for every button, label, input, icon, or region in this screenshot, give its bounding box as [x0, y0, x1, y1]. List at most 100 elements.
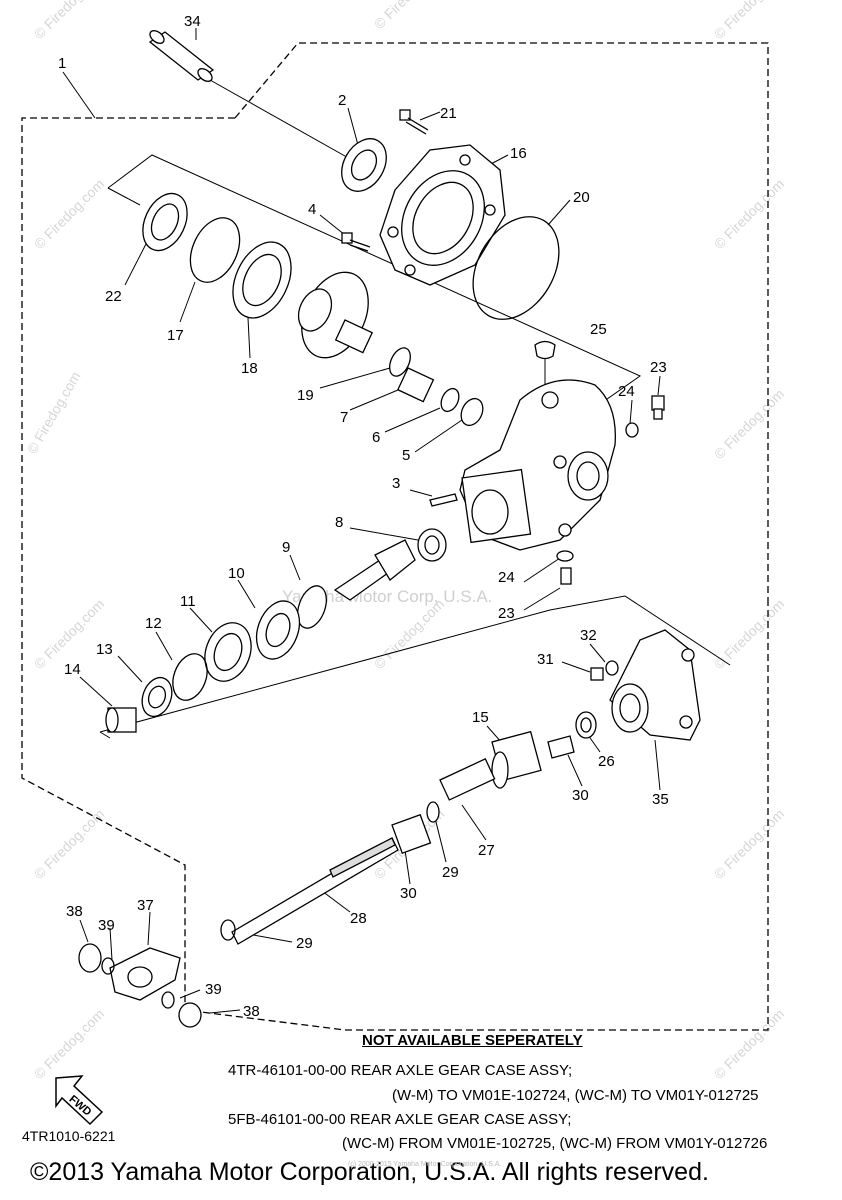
part-15-coupling: [491, 730, 542, 789]
part-3-stud: [429, 493, 458, 507]
part-7-bearing: [396, 367, 435, 403]
label-4: 4: [308, 201, 316, 218]
label-9: 9: [282, 539, 290, 556]
part-26-oil-seal: [575, 711, 597, 739]
label-36: 34: [184, 13, 201, 30]
fine-print: (c) 2000-2015 Yamaha Motor Corporation, …: [348, 1161, 502, 1168]
part-6-washer: [440, 387, 460, 413]
part-20-o-ring: [472, 216, 560, 320]
part-25-cap: [534, 340, 556, 360]
part-30-gear: [391, 813, 432, 855]
label-22: 22: [105, 288, 122, 305]
label-33: 31: [537, 651, 554, 668]
part-2-shim: [341, 138, 387, 192]
notice-line-2: (W-M) TO VM01E-102724, (WC-M) TO VM01Y-0…: [392, 1087, 759, 1104]
label-29: 29: [442, 864, 459, 881]
notice-line-4: (WC-M) FROM VM01E-102725, (WC-M) FROM VM…: [342, 1135, 768, 1152]
part-27-collar: [439, 758, 496, 801]
label-21: 21: [440, 105, 457, 122]
label-11: 11: [180, 593, 196, 610]
watermark-text: © Firedog.com: [711, 0, 787, 42]
label-31: 29: [296, 935, 313, 952]
ring-gear: [297, 271, 374, 359]
part-4-bolt: [341, 232, 371, 252]
label-12: 12: [145, 615, 162, 632]
part-number-labels: 34 1 2 21 16 20 4 22 17 18 19 7 6 5 25 2…: [58, 13, 669, 1020]
label-1: 1: [58, 55, 66, 72]
part-9-shim: [297, 585, 327, 629]
label-15: 15: [472, 709, 489, 726]
watermark-text: © Firedog.com: [711, 176, 787, 252]
part-24-gasket: [556, 550, 574, 562]
part-12-o-ring: [172, 653, 208, 701]
part-31-circlip: [220, 919, 236, 941]
center-watermark: Yamaha Motor Corp, U.S.A.: [282, 587, 492, 606]
notice-line-3: 5FB-46101-00-00 REAR AXLE GEAR CASE ASSY…: [228, 1111, 572, 1128]
part-39-circlip: [101, 957, 115, 975]
label-5: 5: [402, 447, 410, 464]
label-37: 37: [137, 897, 154, 914]
label-20: 20: [573, 189, 590, 206]
label-38: 38: [66, 903, 83, 920]
watermark-text: © Firedog.com: [711, 386, 787, 462]
part-28-axle-shaft: [231, 837, 399, 945]
part-13-oil-seal: [141, 676, 173, 718]
part-35-bearing-housing: [609, 629, 701, 741]
label-38b: 38: [243, 1003, 260, 1020]
watermark-text: © Firedog.com: [31, 806, 107, 882]
copyright-notice: ©2013 Yamaha Motor Corporation, U.S.A. A…: [30, 1158, 709, 1186]
label-24b: 24: [498, 569, 515, 586]
notice-heading: NOT AVAILABLE SEPERATELY: [362, 1032, 583, 1049]
watermark-text: © Firedog.com: [711, 806, 787, 882]
watermark-text: © Firedog.com: [31, 0, 107, 42]
label-18: 18: [241, 360, 258, 377]
label-24: 24: [618, 383, 635, 400]
part-39-circlip: [161, 991, 175, 1009]
part-22-oil-seal: [142, 192, 188, 252]
leader-lines: [62, 28, 661, 1014]
label-35: 35: [652, 791, 669, 808]
part-34-washer: [605, 660, 619, 676]
label-6: 6: [372, 429, 380, 446]
watermark-text: © Firedog.com: [31, 1006, 107, 1082]
label-27: 27: [478, 842, 495, 859]
label-3: 3: [392, 475, 400, 492]
part-36-collar: [148, 30, 215, 82]
part-16-gear-case-cover: [379, 144, 506, 286]
label-10: 10: [228, 565, 245, 582]
label-17: 17: [167, 327, 184, 344]
part-38-bearing-cup: [178, 1002, 202, 1028]
label-26: 26: [598, 753, 615, 770]
forward-arrow-icon: FWD: [55, 1075, 104, 1126]
watermark-text: © Firedog.com: [371, 0, 447, 32]
part-37-universal-joint: [109, 947, 181, 1001]
label-32: 30: [572, 787, 589, 804]
part-38-bearing-cup: [78, 943, 102, 973]
part-11-retainer: [204, 622, 252, 682]
label-19: 19: [297, 387, 314, 404]
part-18-bearing: [232, 241, 292, 319]
label-8: 8: [335, 514, 343, 531]
label-2: 2: [338, 92, 346, 109]
assembly-boundary: [21, 42, 769, 1031]
label-34: 32: [580, 627, 597, 644]
watermark-text: © Firedog.com: [31, 176, 107, 252]
watermark-text: © Firedog.com: [711, 1006, 787, 1082]
gear-case-housing: [459, 379, 616, 551]
part-8-bearing: [417, 528, 447, 562]
part-32-spring: [547, 735, 575, 759]
label-7: 7: [340, 409, 348, 426]
notice-line-1: 4TR-46101-00-00 REAR AXLE GEAR CASE ASSY…: [228, 1062, 573, 1079]
label-13: 13: [96, 641, 113, 658]
label-30: 30: [400, 885, 417, 902]
parts: [78, 30, 701, 1028]
part-23-bolt: [560, 567, 572, 585]
part-5-seal: [460, 397, 484, 427]
part-24-gasket: [625, 422, 639, 438]
label-28: 28: [350, 910, 367, 927]
part-29-washer: [426, 801, 440, 823]
drive-pinion-gear: [333, 539, 416, 601]
label-39b: 39: [205, 981, 222, 998]
part-33-nut: [590, 667, 604, 681]
